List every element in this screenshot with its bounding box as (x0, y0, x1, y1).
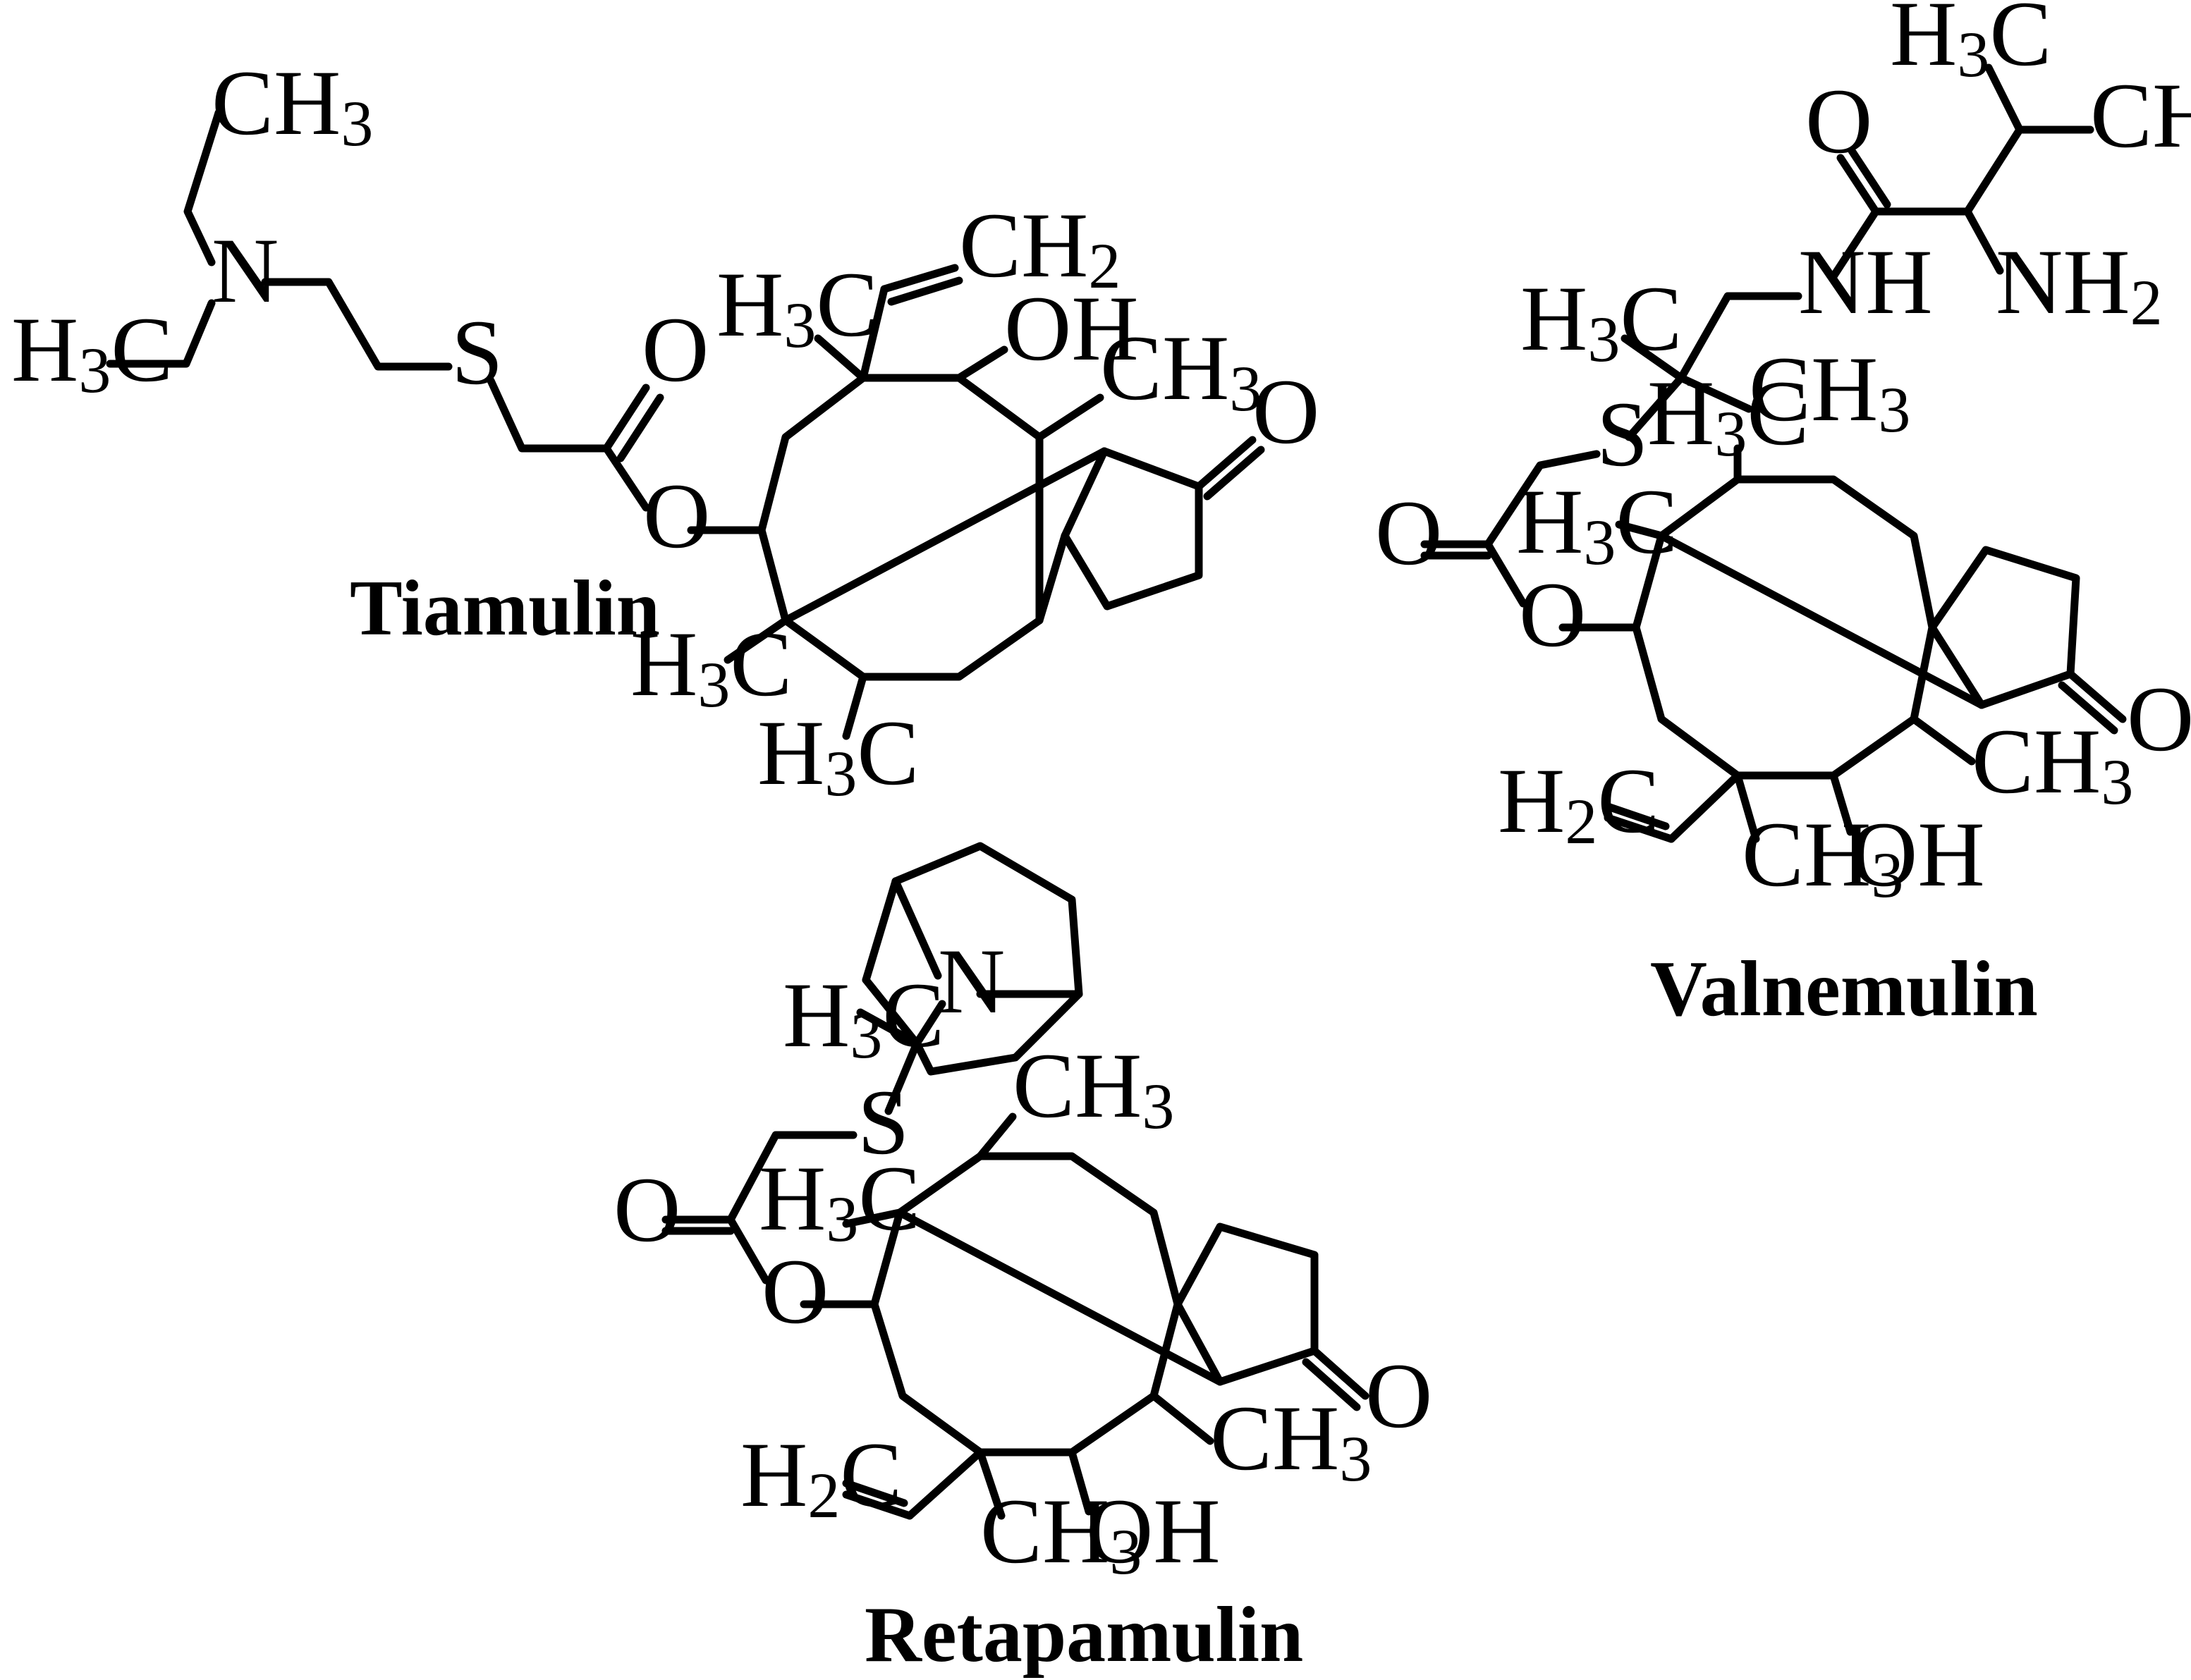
molecule-name: Tiamulin (350, 565, 660, 652)
tiamulin-atom-labels: CH3 N H3C S O O CH2 H3C OH CH3 O H3C H3C (11, 51, 1319, 809)
atom-label: O (614, 1158, 681, 1261)
atom-label: O (1805, 69, 1872, 173)
atom-label: CH3 (2090, 63, 2191, 172)
atom-label: H3C (1890, 0, 2051, 90)
atom-label: O (2127, 667, 2191, 771)
atom-label: CH3 (1210, 1386, 1372, 1495)
atom-label: O (1252, 360, 1319, 463)
atom-label: S (858, 1070, 909, 1174)
atom-label: H3C (1516, 470, 1678, 578)
atom-label: H2C (740, 1423, 902, 1531)
atom-label: OH (1850, 802, 1985, 906)
atom-label: CH3 (212, 51, 373, 159)
atom-label: NH2 (1996, 230, 2163, 338)
atom-label: CH3 (1100, 316, 1262, 424)
atom-label: CH3 (1749, 337, 1910, 446)
atom-label: H3C (1647, 361, 1809, 470)
retapamulin-bonds (661, 842, 1369, 1520)
atom-label: N (938, 929, 1005, 1033)
molecule-tiamulin: CH3 N H3C S O O CH2 H3C OH CH3 O H3C H3C… (11, 51, 1319, 809)
atom-label: S (451, 300, 503, 404)
molecule-name: Retapamulin (865, 1591, 1303, 1679)
atom-label: CH3 (1013, 1034, 1174, 1142)
atom-label: H3C (1520, 266, 1682, 375)
molecule-name: Valnemulin (1650, 945, 2038, 1033)
atom-label: H3C (759, 1146, 920, 1255)
atom-label: N (212, 219, 279, 322)
atom-label: H3C (716, 252, 878, 361)
atom-label: O (1375, 481, 1442, 584)
atom-label: H3C (11, 298, 173, 406)
atom-label: H3C (757, 701, 919, 809)
retapamulin-atom-labels: N H3C S CH3 O H3C O O H2C CH3 CH3 OH (614, 929, 1432, 1588)
atom-label: O (762, 1239, 829, 1343)
atom-label: O (642, 298, 709, 401)
valnemulin-bonds (1420, 63, 2127, 843)
atom-label: OH (1086, 1479, 1221, 1583)
atom-label: O (1519, 563, 1586, 666)
atom-label: NH (1798, 230, 1933, 333)
molecule-valnemulin: H3C CH3 O NH NH2 H3C CH3 S H3C O H3C O O… (1375, 0, 2191, 1033)
atom-label: H2C (1498, 749, 1659, 857)
atom-label: O (1365, 1344, 1432, 1447)
atom-label: S (1597, 382, 1648, 486)
atom-label: OH (1004, 276, 1139, 380)
tiamulin-bonds (106, 109, 1265, 740)
molecule-retapamulin: N H3C S CH3 O H3C O O H2C CH3 CH3 OH Ret… (614, 842, 1432, 1679)
valnemulin-atom-labels: H3C CH3 O NH NH2 H3C CH3 S H3C O H3C O O… (1375, 0, 2191, 911)
atom-label: O (643, 464, 710, 568)
atom-label: CH3 (1972, 709, 2133, 818)
